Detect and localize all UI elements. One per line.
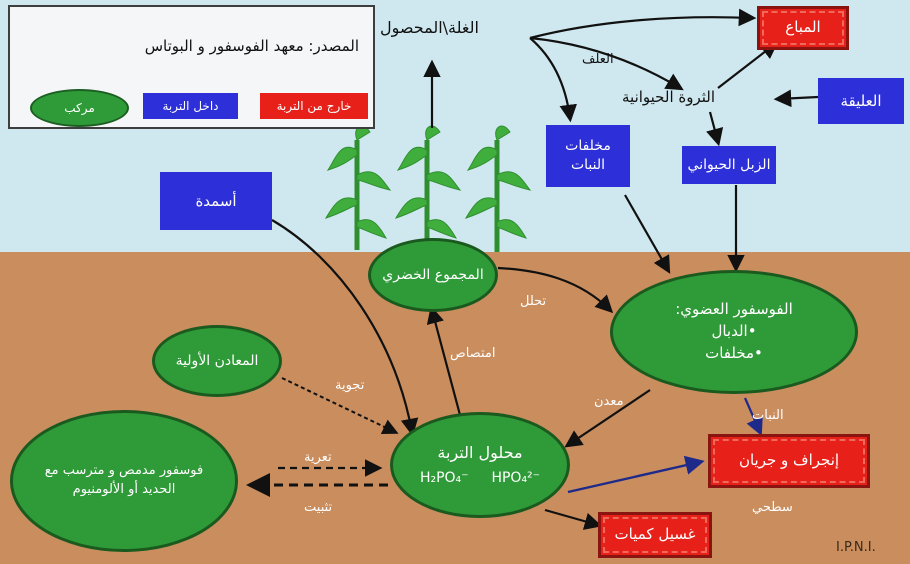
box-sold: المباع: [757, 6, 849, 50]
label-mineralization: معدن: [594, 394, 624, 409]
legend-compound: مركب: [30, 89, 129, 127]
arrow-livestock-to-manure: [706, 111, 724, 147]
node-organic-phosphorus: الفوسفور العضوي: •الدبال •مخلفات: [610, 270, 858, 394]
corn-plants: [324, 125, 532, 252]
arrow-fodder-to-livestock: [773, 89, 819, 108]
box-plant-residues: مخلفات النبات: [546, 125, 630, 187]
legend-inside-soil: داخل التربة: [143, 93, 238, 119]
legend-outside-soil: خارج من التربة: [260, 93, 368, 119]
node-adsorbed-phosphorus: فوسفور مدمص و مترسب مع الحديد أو الألومن…: [10, 410, 238, 552]
label-plant-word: النبات: [752, 408, 784, 423]
soil-solution-title: محلول التربة: [437, 443, 523, 463]
label-surface: سطحي: [752, 500, 793, 515]
corn-plant-2: [394, 125, 462, 252]
corn-plant-3: [464, 125, 532, 252]
legend-box: المصدر: معهد الفوسفور و البوتاس مركب داخ…: [8, 5, 375, 129]
box-fodder: العليقة: [818, 78, 904, 124]
arrow-fertilizer-to-solution: [271, 219, 419, 437]
legend-source: المصدر: معهد الفوسفور و البوتاس: [144, 37, 359, 55]
arrow-solution-to-biomass: [426, 305, 462, 416]
arrow-livestock-to-sold: [717, 41, 779, 89]
label-feed: العلف: [582, 52, 614, 67]
label-uptake: امتصاص: [450, 346, 496, 361]
arrow-yield-to-residues: [529, 37, 577, 123]
label-crop-yield: الغلة\المحصول: [380, 18, 479, 37]
arrow-residues-to-organic: [624, 194, 671, 274]
arrow-organic-to-solution: [564, 389, 651, 448]
box-leaching: غسيل كميات: [598, 512, 712, 558]
ion-hpo4: HPO₄²⁻: [491, 470, 541, 487]
corn-plant-1: [324, 125, 392, 250]
ion-h2po4: H₂PO₄⁻: [419, 470, 469, 487]
organic-p-residues: •مخلفات: [705, 343, 763, 362]
box-erosion-runoff: إنجراف و جريان: [708, 434, 870, 488]
arrow-solution-to-leaching: [544, 508, 603, 530]
label-decomposition: تحلل: [520, 294, 547, 309]
box-fertilizers: أسمدة: [160, 172, 272, 230]
label-erosion-hint: تعرية: [304, 450, 332, 465]
box-manure: الزبل الحيواني: [682, 146, 776, 184]
organic-p-title: الفوسفور العضوي:: [675, 300, 793, 319]
arrow-yield-to-sold: [529, 8, 757, 40]
label-weathering: تجوية: [335, 378, 365, 393]
organic-p-humus: •الدبال: [711, 322, 757, 341]
arrow-yield-to-livestock: [529, 36, 684, 91]
arrow-organic-to-erosion: [743, 397, 763, 437]
soil-solution-ions: H₂PO₄⁻ HPO₄²⁻: [420, 468, 540, 488]
label-fixation: تثبيت: [304, 500, 333, 515]
arrow-solution-to-erosion: [567, 455, 705, 494]
node-soil-solution: محلول التربة H₂PO₄⁻ HPO₄²⁻: [390, 412, 570, 518]
arrow-biomass-to-organic: [497, 266, 614, 314]
label-livestock: الثروة الحيوانية: [622, 88, 716, 106]
node-plant-biomass: المجموع الخضري: [368, 238, 498, 312]
credit-ipni: I.P.N.I.: [836, 540, 876, 555]
node-primary-minerals: المعادن الأولية: [152, 325, 282, 397]
